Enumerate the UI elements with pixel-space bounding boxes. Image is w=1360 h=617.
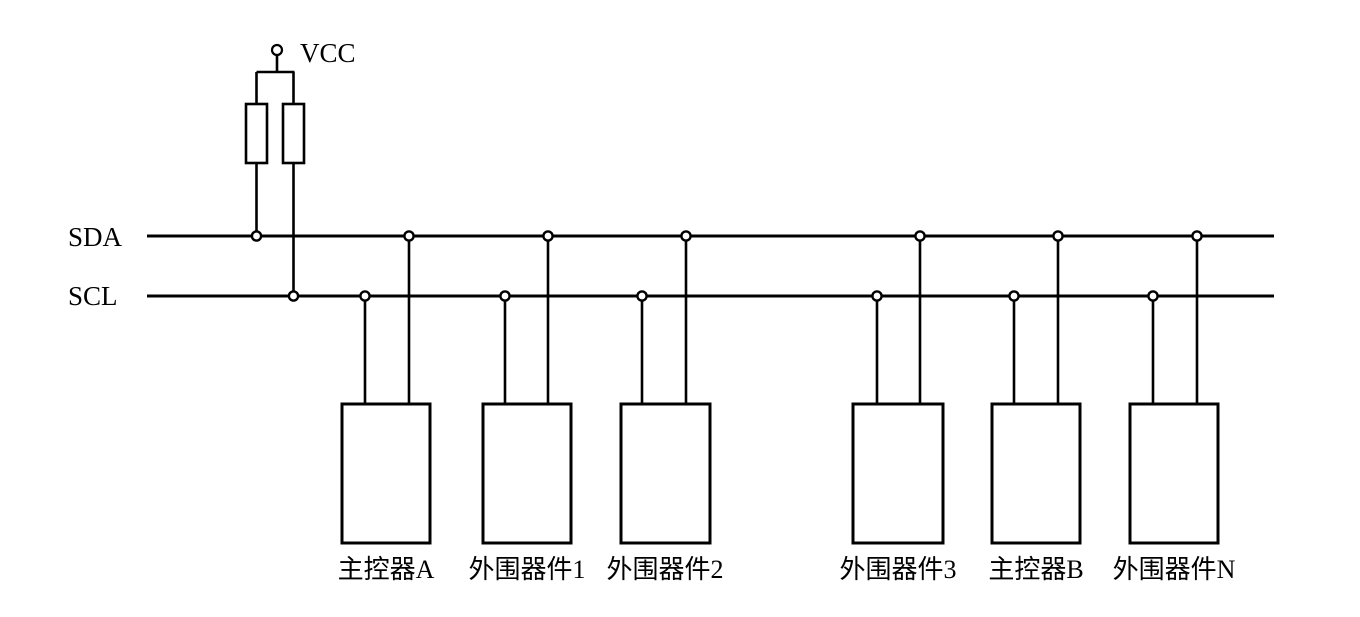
junction-scl-master-a [359,290,371,302]
sda-bus-label: SDA [68,222,123,252]
device-boxes-group [340,402,1220,545]
junction-scl-peripheral-3 [871,290,883,302]
junction-sda-master-a [403,230,415,242]
junction-scl-pullup [287,290,300,302]
junction-sda-peripheral-3 [914,230,926,242]
junction-sda-peripheral-1 [542,230,554,242]
vcc-label: VCC [300,38,356,68]
junction-sda-peripheral-n [1191,230,1203,242]
vcc-supply-group [256,43,295,74]
junction-scl-master-b [1008,290,1020,302]
device-label-master-a: 主控器A [338,555,435,584]
sda-pullup-resistor [244,102,269,165]
vcc-node-circle [270,43,284,57]
device-box-peripheral-2[interactable] [619,402,712,545]
junction-sda-pullup [250,230,263,242]
device-label-peripheral-n: 外围器件N [1113,555,1236,584]
device-label-master-b: 主控器B [988,555,1083,584]
junction-scl-peripheral-2 [636,290,648,302]
scl-pullup-resistor [281,102,306,165]
device-label-peripheral-2: 外围器件2 [606,555,723,584]
junction-scl-peripheral-1 [499,290,511,302]
device-box-peripheral-1[interactable] [481,402,573,545]
device-label-peripheral-1: 外围器件1 [468,555,585,584]
scl-junctions-group [287,290,1159,302]
junction-scl-peripheral-n [1147,290,1159,302]
junction-sda-master-b [1052,230,1064,242]
junction-sda-peripheral-2 [680,230,692,242]
pullup-resistors-group [244,72,306,296]
device-box-master-a[interactable] [340,402,432,545]
device-box-peripheral-n[interactable] [1128,402,1220,545]
device-label-peripheral-3: 外围器件3 [839,555,956,584]
bus-lines-group [147,234,1274,298]
device-drop-wires-group [363,236,1199,404]
device-box-peripheral-3[interactable] [851,402,945,545]
device-box-master-b[interactable] [990,402,1082,545]
sda-junctions-group [250,230,1203,242]
scl-bus-label: SCL [68,281,118,311]
